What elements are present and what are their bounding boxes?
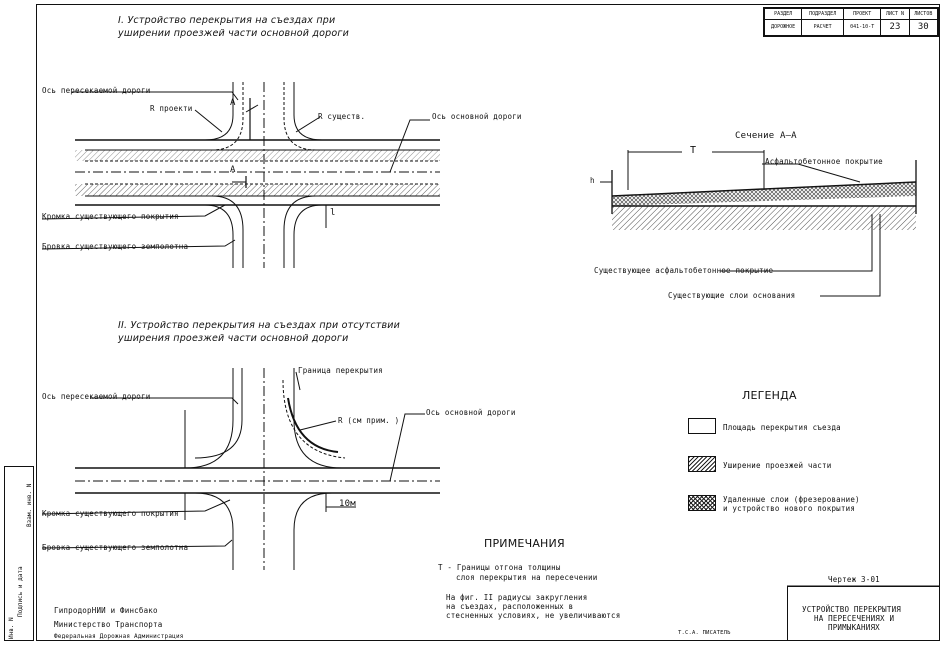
legend-item-label: Площадь перекрытия съезда <box>723 423 841 432</box>
notes-title: ПРИМЕЧАНИЯ <box>484 537 565 550</box>
existing-asphalt-label: Существующее асфальтобетонное покрытие <box>594 266 774 275</box>
footer-small-text: Т.С.А. ПИСАТЕЛЬ <box>678 630 731 636</box>
asphalt-label: Асфальтобетонное покрытие <box>765 157 883 166</box>
title-line1: УСТРОЙСТВО ПЕРЕКРЫТИЯ <box>802 605 902 614</box>
org-line2: Министерство Транспорта <box>54 620 163 629</box>
section-mark-a-top: A <box>230 98 236 108</box>
section2-r-label: R (см прим. ) <box>338 416 400 425</box>
note-t-line2: слоя перекрытия на пересечении <box>456 573 598 582</box>
section1-r-project-label: R проекти <box>150 104 193 113</box>
legend-item-label: и устройство нового покрытия <box>723 504 856 513</box>
section2-cross-axis-label: Ось пересекаемой дороги <box>42 392 151 401</box>
org-line1: ГипродорНИИ и Финсбако <box>54 606 158 615</box>
thickness-h-label: h <box>590 176 595 185</box>
legend-item-label: Удаленные слои (фрезерование) <box>723 495 860 504</box>
drawing-frame <box>36 4 940 641</box>
title-line2: НА ПЕРЕСЕЧЕНИЯХ И <box>814 614 895 623</box>
dimension-10m-label: 10м <box>339 499 356 509</box>
legend-swatch-crosshatch <box>688 495 716 511</box>
legend-item-label: Уширение проезжей части <box>723 461 832 470</box>
title-line3: ПРИМЫКАНИЯХ <box>828 623 880 632</box>
stamp-value: ДОРОЖНОЕ <box>763 18 803 36</box>
stamp-value: 041-10-Т <box>843 18 882 36</box>
section1-edge-label: Кромка существующего покрытия <box>42 212 179 221</box>
legend-swatch-plain <box>688 418 716 434</box>
section2-main-axis-label: Ось основной дороги <box>426 408 516 417</box>
existing-base-label: Существующие слои основания <box>668 291 796 300</box>
section1-brow-label: Бровка существующего земполотна <box>42 242 189 251</box>
note-t-line1: T - Границы отгона толщины <box>438 563 561 572</box>
side-strip: Инв. N Подпись и дата Взам. инв. N <box>4 466 34 641</box>
dimension-l-label: l <box>330 208 336 218</box>
title-block: УСТРОЙСТВО ПЕРЕКРЫТИЯ НА ПЕРЕСЕЧЕНИЯХ И … <box>787 586 940 641</box>
stamp-table: РАЗДЕЛ ПОДРАЗДЕЛ ПРОЕКТ ЛИСТ N ЛИСТОВ ДО… <box>763 7 939 37</box>
sheet-count: 30 <box>908 18 939 36</box>
org-line3: Федеральная Дорожная Администрация <box>54 633 184 640</box>
section1-r-exist-label: R существ. <box>318 112 366 121</box>
section-view-title: Сечение А–А <box>735 131 797 141</box>
note-line: на съездах, расположенных в <box>446 602 574 611</box>
section1-main-axis-label: Ось основной дороги <box>432 112 522 121</box>
dimension-t-label: T <box>690 145 697 156</box>
legend-swatch-hatch <box>688 456 716 472</box>
section2-brow-label: Бровка существующего земполотна <box>42 543 189 552</box>
note-line: На фиг. II радиусы закругления <box>446 593 588 602</box>
boundary-label: Граница перекрытия <box>298 366 383 375</box>
legend-title: ЛЕГЕНДА <box>742 389 797 402</box>
note-line: стесненных условиях, не увеличиваются <box>446 611 621 620</box>
section1-title-line2: уширении проезжей части основной дороги <box>118 28 349 39</box>
section2-edge-label: Кромка существующего покрытия <box>42 509 179 518</box>
section1-title-line1: I. Устройство перекрытия на съездах при <box>118 15 336 26</box>
drawing-number: Чертеж 3-01 <box>828 575 880 584</box>
section-mark-a-bottom: A <box>230 165 236 175</box>
section1-cross-axis-label: Ось пересекаемой дороги <box>42 86 151 95</box>
section2-title-line2: уширения проезжей части основной дороги <box>118 333 349 344</box>
section2-title-line1: II. Устройство перекрытия на съездах при… <box>118 320 401 331</box>
